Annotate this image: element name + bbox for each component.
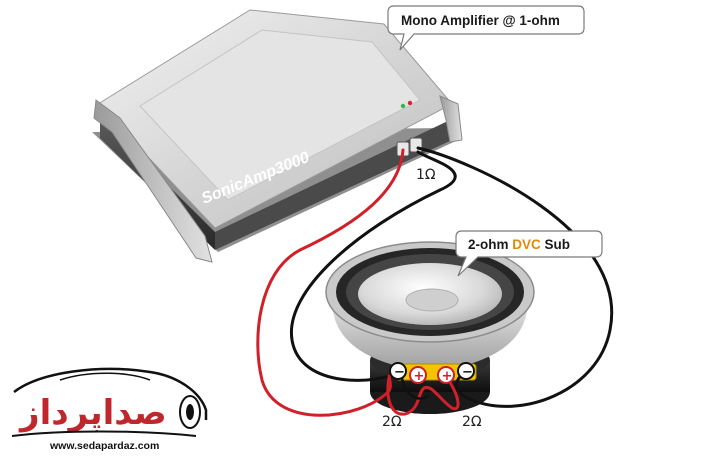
sedapardaz-logo: صداپرداز www.sedapardaz.com (11, 367, 208, 452)
red-led (407, 100, 413, 106)
logo-persian-text: صداپرداز (18, 393, 167, 433)
logo-car-outline (13, 367, 208, 420)
left-coil-impedance-label: 2Ω (382, 414, 402, 430)
wires (256, 146, 614, 417)
right-coil-negative-terminal (457, 362, 475, 380)
svg-text:+: + (442, 369, 453, 384)
subwoofer-dust-cap (405, 288, 459, 312)
green-led (400, 103, 406, 109)
subwoofer-callout-text: 2-ohm DVC Sub (468, 237, 570, 252)
amp-impedance-label: 1Ω (416, 167, 436, 183)
subwoofer (325, 241, 535, 414)
amplifier-callout: Mono Amplifier @ 1-ohm (387, 5, 585, 51)
amplifier: SonicAmp3000 (92, 9, 463, 263)
amplifier-callout-text: Mono Amplifier @ 1-ohm (401, 13, 560, 28)
svg-text:−: − (462, 365, 473, 380)
left-coil-positive-terminal (409, 366, 427, 384)
logo-url: www.sedapardaz.com (49, 440, 159, 452)
svg-text:−: − (394, 365, 405, 380)
positive-jumper-wire (386, 374, 460, 416)
subwoofer-callout: 2-ohm DVC Sub (455, 230, 603, 277)
coil-terminals: − + + − (389, 362, 475, 384)
negative-wire-left (289, 150, 457, 382)
negative-wire-outer (416, 146, 614, 408)
svg-text:+: + (414, 369, 425, 384)
right-coil-impedance-label: 2Ω (462, 414, 482, 430)
left-coil-negative-terminal (389, 362, 407, 380)
right-coil-positive-terminal (437, 366, 455, 384)
